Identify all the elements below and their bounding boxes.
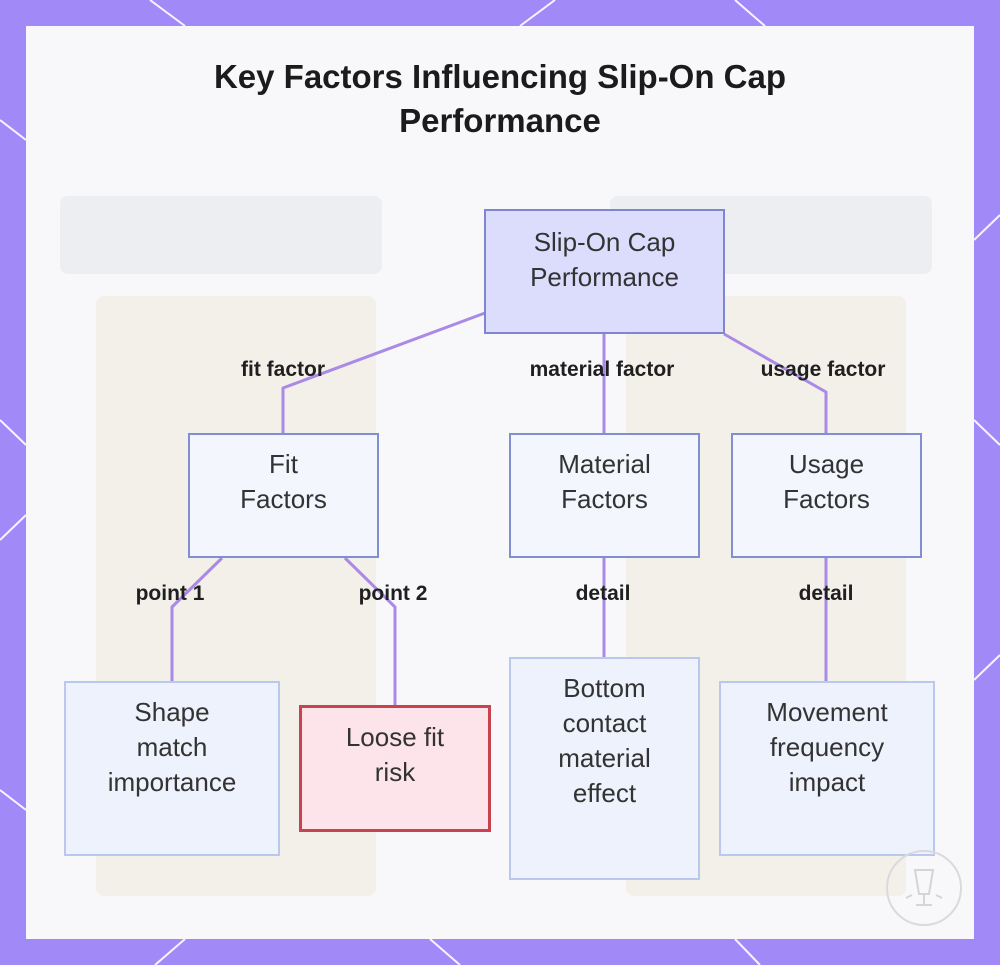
node-text: importance: [108, 765, 237, 800]
node-text: risk: [346, 755, 444, 790]
edge-label-point-2: point 2: [359, 582, 428, 606]
node-material-factors: Material Factors: [509, 433, 700, 558]
edge-label-material-factor: material factor: [530, 358, 675, 382]
node-text: frequency: [766, 730, 887, 765]
node-text: Material: [558, 447, 650, 482]
node-movement-frequency-impact: Movement frequency impact: [719, 681, 935, 856]
node-bottom-contact-material-effect: Bottom contact material effect: [509, 657, 700, 880]
node-text: Shape: [108, 695, 237, 730]
node-text: Factors: [240, 482, 327, 517]
node-text: Slip-On Cap: [530, 225, 679, 260]
node-text: Movement: [766, 695, 887, 730]
node-text: impact: [766, 765, 887, 800]
node-text: Loose fit: [346, 720, 444, 755]
node-text: Bottom: [558, 671, 650, 706]
node-text: Fit: [240, 447, 327, 482]
edge-label-fit-factor: fit factor: [241, 358, 325, 382]
node-text: contact: [558, 706, 650, 741]
node-slip-on-cap-performance: Slip-On Cap Performance: [484, 209, 725, 334]
node-loose-fit-risk: Loose fit risk: [299, 705, 491, 832]
node-text: match: [108, 730, 237, 765]
edge-label-usage-factor: usage factor: [761, 358, 886, 382]
node-text: Usage: [783, 447, 870, 482]
node-fit-factors: Fit Factors: [188, 433, 379, 558]
node-text: effect: [558, 776, 650, 811]
edge-fit-loose: [345, 558, 395, 705]
edge-label-detail-usage: detail: [799, 582, 854, 606]
edge-fit-shape: [172, 558, 222, 681]
node-text: Factors: [783, 482, 870, 517]
edge-root-usage: [724, 334, 826, 433]
node-text: material: [558, 741, 650, 776]
edge-label-point-1: point 1: [136, 582, 205, 606]
node-shape-match-importance: Shape match importance: [64, 681, 280, 856]
node-usage-factors: Usage Factors: [731, 433, 922, 558]
lamp-logo-icon: [884, 848, 964, 928]
node-text: Performance: [530, 260, 679, 295]
node-text: Factors: [558, 482, 650, 517]
edge-label-detail-material: detail: [576, 582, 631, 606]
